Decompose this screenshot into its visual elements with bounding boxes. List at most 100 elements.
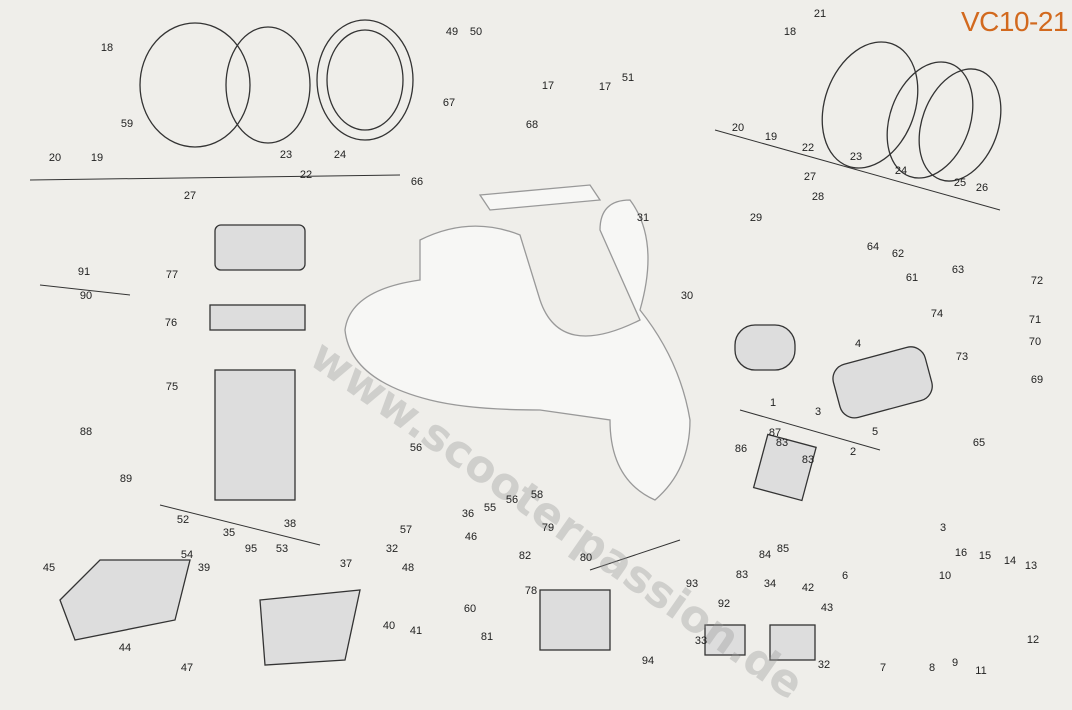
part-number-label: 47 [180,662,194,674]
part-number-label: 89 [119,473,133,485]
part-number-label: 90 [79,290,93,302]
part-number-label: 37 [339,558,353,570]
part-number-label: 54 [180,549,194,561]
part-number-label: 70 [1028,336,1042,348]
part-number-label: 5 [871,426,879,438]
part-number-label: 32 [385,543,399,555]
part-number-label: 50 [469,26,483,38]
part-number-label: 59 [120,118,134,130]
part-number-label: 15 [978,550,992,562]
part-number-label: 28 [811,191,825,203]
part-number-label: 19 [764,131,778,143]
part-number-label: 75 [165,381,179,393]
part-number-label: 31 [636,212,650,224]
part-number-label: 26 [975,182,989,194]
part-number-label: 43 [820,602,834,614]
part-number-label: 17 [598,81,612,93]
part-number-label: 48 [401,562,415,574]
part-number-label: 56 [505,494,519,506]
part-number-label: 19 [90,152,104,164]
part-number-label: 22 [299,169,313,181]
part-number-label: 92 [717,598,731,610]
part-number-label: 83 [775,437,789,449]
part-number-label: 61 [905,272,919,284]
part-number-label: 23 [279,149,293,161]
part-number-label: 36 [461,508,475,520]
part-number-label: 78 [524,585,538,597]
part-number-label: 52 [176,514,190,526]
part-number-label: 16 [954,547,968,559]
bracket-lines [29,129,1001,571]
part-number-label: 24 [894,165,908,177]
part-number-label: 94 [641,655,655,667]
part-number-label: 20 [731,122,745,134]
part-number-label: 44 [118,642,132,654]
part-number-label: 21 [813,8,827,20]
part-number-label: 55 [483,502,497,514]
diagram-title: VC10-21 [960,6,1069,37]
part-number-label: 83 [801,454,815,466]
part-number-label: 32 [817,659,831,671]
part-number-label: 29 [749,212,763,224]
part-number-label: 93 [685,578,699,590]
part-number-label: 10 [938,570,952,582]
part-number-label: 64 [866,241,880,253]
part-number-label: 6 [841,570,849,582]
part-number-label: 1 [769,397,777,409]
part-number-label: 66 [410,176,424,188]
part-number-label: 80 [579,552,593,564]
part-number-label: 18 [783,26,797,38]
part-number-label: 81 [480,631,494,643]
part-number-label: 82 [518,550,532,562]
part-number-label: 13 [1024,560,1038,572]
part-number-label: 42 [801,582,815,594]
part-number-label: 91 [77,266,91,278]
part-number-label: 71 [1028,314,1042,326]
part-number-label: 39 [197,562,211,574]
part-number-label: 87 [768,427,782,439]
part-number-label: 17 [541,80,555,92]
exploded-parts-diagram [29,19,1002,666]
scooter-silhouette [344,184,691,501]
part-number-label: 22 [801,142,815,154]
part-number-label: 2 [849,446,857,458]
part-number-label: 33 [694,635,708,647]
part-number-label: 14 [1003,555,1017,567]
part-number-label: 41 [409,625,423,637]
part-number-label: 8 [928,662,936,674]
part-number-label: 12 [1026,634,1040,646]
misc-parts [59,324,933,666]
part-number-label: 73 [955,351,969,363]
part-number-label: 77 [165,269,179,281]
part-number-label: 95 [244,543,258,555]
part-number-label: 23 [849,151,863,163]
part-number-label: 27 [803,171,817,183]
part-number-label: 79 [541,522,555,534]
part-number-label: 18 [100,42,114,54]
part-number-label: 86 [734,443,748,455]
part-number-label: 24 [333,149,347,161]
part-number-label: 67 [442,97,456,109]
part-number-label: 76 [164,317,178,329]
part-number-label: 3 [814,406,822,418]
part-number-label: 4 [854,338,862,350]
headlight-right [821,41,1002,182]
part-number-label: 7 [879,662,887,674]
part-number-label: 38 [283,518,297,530]
part-number-label: 45 [42,562,56,574]
part-number-label: 9 [951,657,959,669]
part-number-label: 65 [972,437,986,449]
part-number-label: 57 [399,524,413,536]
part-number-label: 35 [222,527,236,539]
part-number-label: 84 [758,549,772,561]
part-number-label: 60 [463,603,477,615]
part-number-label: 83 [735,569,749,581]
part-number-label: 69 [1030,374,1044,386]
part-number-label: 63 [951,264,965,276]
part-number-label: 46 [464,531,478,543]
part-number-label: 11 [975,665,987,677]
part-number-label: 62 [891,248,905,260]
part-number-label: 25 [953,177,967,189]
part-number-label: 30 [680,290,694,302]
part-number-label: 49 [445,26,459,38]
